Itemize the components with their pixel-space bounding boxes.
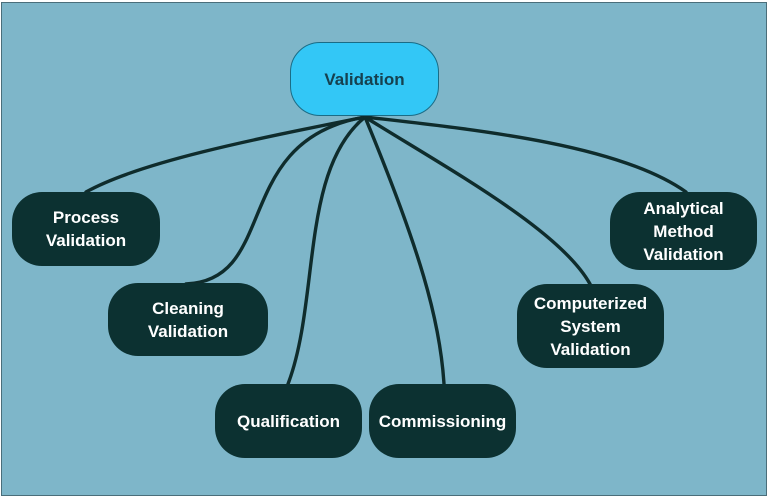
connector-analytical [363, 115, 688, 194]
node-computerized-system-validation[interactable]: Computerized System Validation [517, 284, 664, 368]
connector-qualification [286, 115, 367, 386]
root-node-validation[interactable]: Validation [290, 42, 439, 116]
node-process-validation[interactable]: Process Validation [12, 192, 160, 266]
node-commissioning[interactable]: Commissioning [369, 384, 516, 458]
connector-cleaning [184, 115, 367, 286]
node-qualification[interactable]: Qualification [215, 384, 362, 458]
node-analytical-method-validation[interactable]: Analytical Method Validation [610, 192, 757, 270]
connector-computerized [363, 115, 592, 286]
connector-commissioning [363, 115, 446, 386]
node-cleaning-validation[interactable]: Cleaning Validation [108, 283, 268, 356]
connector-process [84, 115, 367, 194]
